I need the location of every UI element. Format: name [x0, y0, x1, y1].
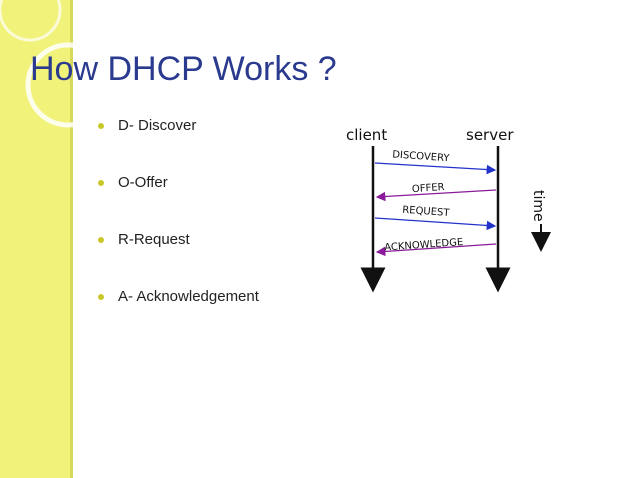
bullet-dot-icon [98, 294, 104, 300]
time-label: time [530, 190, 546, 222]
slide-title: How DHCP Works ? [30, 50, 337, 88]
discovery-label: DISCOVERY [392, 149, 451, 164]
bullet-dot-icon [98, 180, 104, 186]
bullet-item-acknowledgement: A- Acknowledgement [98, 288, 259, 345]
bullet-list: D- Discover O-Offer R-Request A- Acknowl… [98, 117, 259, 345]
acknowledge-arrow [375, 243, 497, 257]
request-arrow [374, 217, 497, 231]
left-accent-band [0, 0, 70, 478]
left-accent-band-edge [70, 0, 73, 478]
bullet-item-offer: O-Offer [98, 174, 259, 231]
bullet-label: R-Request [118, 231, 190, 248]
request-label: REQUEST [402, 205, 451, 219]
dhcp-sequence-diagram: client server DISCOVERY OFFER REQUEST AC… [346, 126, 551, 293]
bullet-item-request: R-Request [98, 231, 259, 288]
server-label: server [466, 126, 514, 144]
bullet-dot-icon [98, 123, 104, 129]
bullet-dot-icon [98, 237, 104, 243]
decorative-circles [0, 0, 111, 128]
bullet-label: A- Acknowledgement [118, 288, 259, 305]
bullet-label: D- Discover [118, 117, 197, 134]
client-label: client [346, 126, 387, 144]
offer-label: OFFER [412, 182, 445, 195]
bullet-item-discover: D- Discover [98, 117, 259, 174]
offer-arrow [375, 189, 497, 202]
discovery-arrow [374, 162, 497, 175]
acknowledge-label: ACKNOWLEDGE [384, 237, 464, 253]
bullet-label: O-Offer [118, 174, 168, 191]
